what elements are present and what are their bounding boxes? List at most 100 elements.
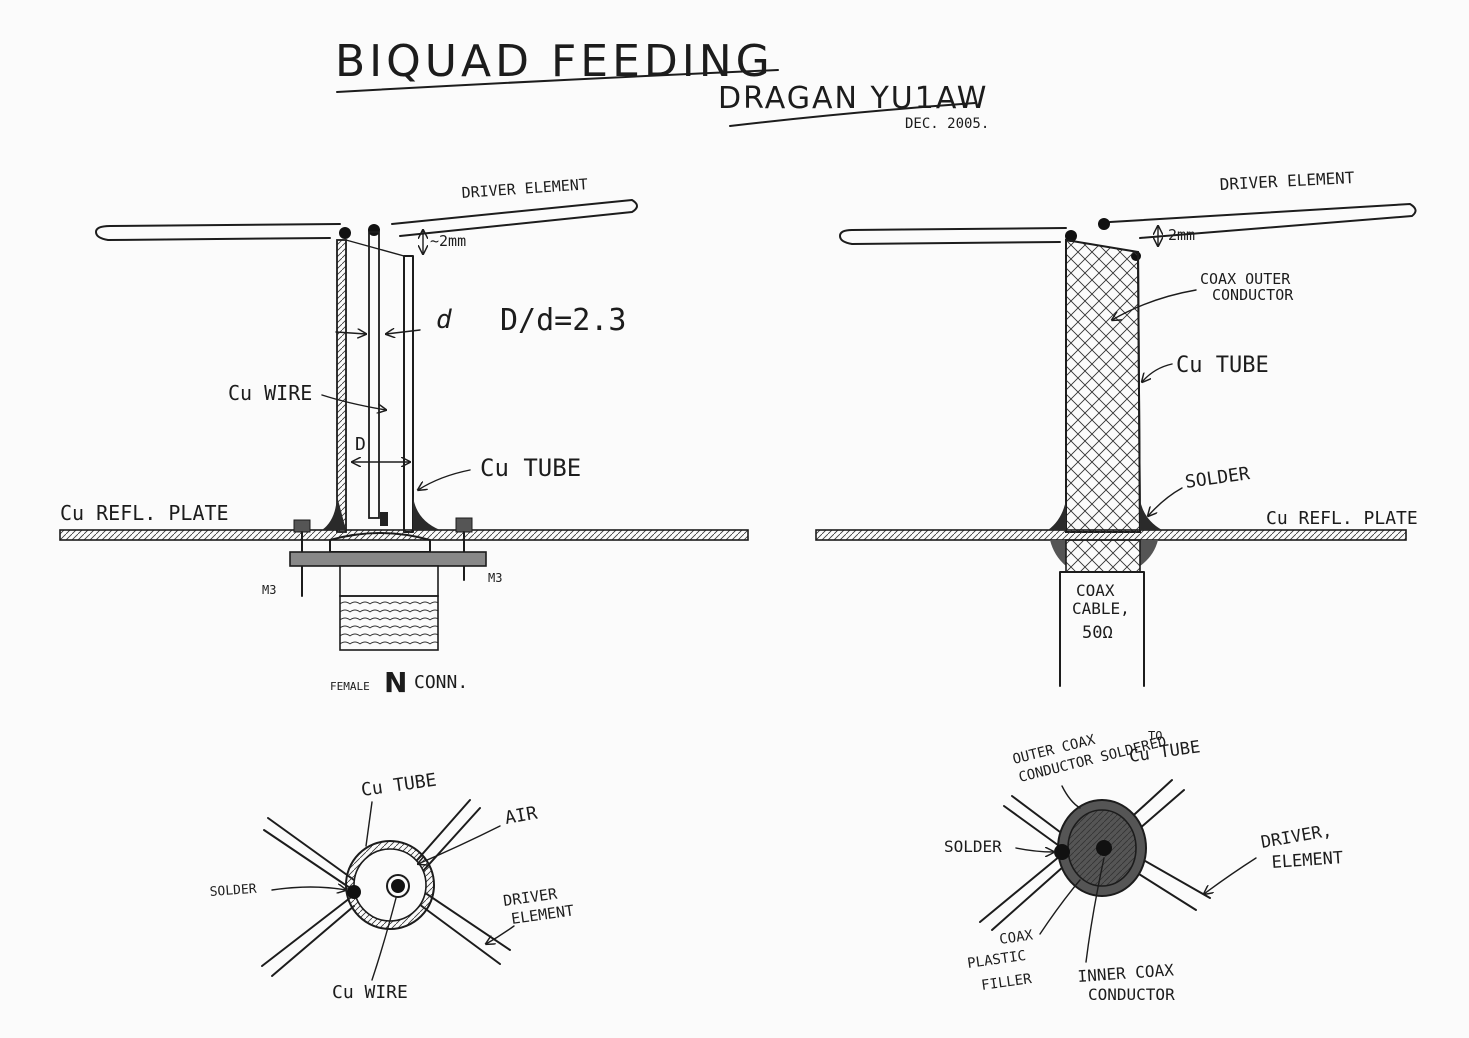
right-xs-solder-outer [1054, 844, 1070, 860]
right-xs-filler-2: PLASTIC [966, 948, 1027, 972]
right-reflector-plate [815, 529, 1407, 541]
right-xs-outer-3: TO [1148, 729, 1162, 743]
left-conn-prefix: FEMALE [330, 680, 370, 693]
right-cu-tube-leader [1142, 363, 1173, 382]
left-bolt-label-left: M3 [262, 583, 276, 597]
right-solder-label: SOLDER [1184, 463, 1251, 493]
left-cu-tube-label: Cu TUBE [480, 454, 581, 482]
left-side-view: ~2mm d D/d=2.3 D Cu WIRE Cu TUBE DRIVER … [59, 175, 749, 699]
right-side-view: 2mm DRIVER ELEMENT COAX OUTER CONDUCTOR … [815, 168, 1418, 687]
left-cu-tube-leader [418, 469, 471, 490]
right-xs-filler-1: COAX [998, 927, 1034, 948]
left-refl-label: Cu REFL. PLATE [60, 501, 229, 525]
left-xs-solder-label: SOLDER [209, 882, 257, 900]
title-underline [336, 69, 779, 93]
right-solder-under-right [1140, 540, 1158, 566]
right-xs-outer-leader [1061, 785, 1081, 809]
right-xs-filler-3: FILLER [980, 971, 1033, 994]
left-solder-fillet-left [322, 496, 346, 530]
left-cu-wire [368, 231, 380, 519]
left-xs-driver-upper-left [263, 817, 355, 889]
right-coax-cable-2: CABLE, [1072, 599, 1130, 618]
left-connector-body [339, 565, 439, 597]
left-bolt-head-left [293, 519, 311, 533]
right-xs-inner-conductor [1096, 840, 1112, 856]
left-cu-wire-label: Cu WIRE [228, 381, 312, 405]
right-xs-filler-leader [1039, 879, 1081, 935]
right-xs-driver-upper-left [1003, 795, 1069, 849]
right-xs-inner-1: INNER COAX [1077, 960, 1175, 986]
right-coax-below-plate [1065, 539, 1141, 573]
right-cu-tube-label: Cu TUBE [1176, 353, 1269, 378]
right-cu-tube-walls [1065, 239, 1141, 533]
right-solder-fillet-right [1140, 500, 1162, 530]
left-bolt-label-right: M3 [488, 571, 502, 585]
right-coax-outer-leader [1112, 289, 1197, 320]
left-solder-top-inner [368, 224, 380, 236]
left-xs-air-leader [418, 825, 501, 864]
left-xs-cu-tube-label: Cu TUBE [360, 770, 438, 801]
right-coax-cable [1059, 571, 1145, 687]
right-coax-outer-2: CONDUCTOR [1212, 286, 1294, 304]
left-xs-solder-outer [347, 885, 361, 899]
right-xs-driver-lower-left [979, 855, 1065, 931]
left-cross-section: Cu TUBE AIR SOLDER DRIVER ELEMENT Cu WIR… [209, 770, 575, 1003]
right-gap-label: 2mm [1168, 226, 1195, 244]
title-block: BIQUAD FEEDING DRAGAN YU1AW DEC. 2005. [335, 36, 989, 132]
left-connector-dome [329, 532, 431, 553]
left-xs-cu-wire-label: Cu WIRE [332, 982, 408, 1003]
left-big-d: D [355, 434, 366, 455]
date: DEC. 2005. [905, 116, 989, 132]
left-xs-solder-leader [271, 887, 346, 890]
left-d-symbol: d [436, 305, 452, 335]
left-xs-driver-lower-left [261, 897, 355, 977]
left-solder-top-outer [339, 227, 351, 239]
right-xs-driver-1: DRIVER, [1259, 821, 1333, 853]
left-xs-driver-leader [486, 925, 515, 944]
right-driver-element [839, 203, 1417, 245]
left-driver-label: DRIVER ELEMENT [461, 175, 588, 202]
right-solder-fillet-left [1048, 500, 1066, 530]
right-cross-section: OUTER COAX CONDUCTOR SOLDERED TO Cu TUBE… [944, 729, 1344, 1004]
right-solder-top-center [1098, 218, 1110, 230]
left-solder-fillet-right [413, 496, 440, 530]
left-xs-air-label: AIR [503, 803, 539, 829]
right-coax-braid [1065, 238, 1142, 533]
right-driver-label: DRIVER ELEMENT [1219, 168, 1355, 194]
right-xs-inner-leader [1085, 857, 1105, 963]
left-conn-suffix: CONN. [414, 672, 468, 693]
left-xs-cu-tube-leader [365, 801, 373, 847]
left-gap-label: ~2mm [430, 232, 466, 250]
left-tube-wall-right [403, 255, 414, 533]
right-xs-driver-2: ELEMENT [1271, 848, 1344, 873]
left-tube-top [345, 239, 405, 257]
title: BIQUAD FEEDING [335, 36, 774, 87]
left-conn-letter: N [384, 666, 407, 699]
right-xs-driver-leader [1204, 857, 1257, 894]
left-xs-cu-wire-leader [371, 897, 397, 981]
right-xs-solder-leader [1015, 848, 1054, 852]
right-refl-label: Cu REFL. PLATE [1266, 508, 1418, 529]
right-solder-leader [1148, 487, 1183, 516]
right-coax-cable-3: 50Ω [1082, 623, 1113, 643]
right-xs-solder-label: SOLDER [944, 837, 1002, 856]
left-wire-pin [380, 512, 388, 526]
left-d-arrow-left [335, 332, 366, 334]
author-underline [729, 102, 976, 127]
left-bolt-head-right [455, 517, 473, 533]
left-connector-thread [339, 595, 439, 651]
author: DRAGAN YU1AW [718, 81, 988, 116]
left-cu-wire-leader [321, 394, 386, 410]
left-d-arrow-right [386, 330, 421, 334]
left-connector-flange [289, 551, 487, 567]
right-solder-top-left [1065, 230, 1077, 242]
left-xs-solder-inner [391, 879, 405, 893]
left-ratio: D/d=2.3 [500, 303, 626, 338]
right-coax-outer-1: COAX OUTER [1200, 270, 1291, 288]
right-solder-under-left [1050, 540, 1066, 566]
right-coax-cable-1: COAX [1076, 581, 1115, 600]
right-xs-inner-2: CONDUCTOR [1088, 985, 1175, 1004]
left-tube-wall-left [336, 239, 347, 533]
left-driver-element [95, 199, 638, 241]
